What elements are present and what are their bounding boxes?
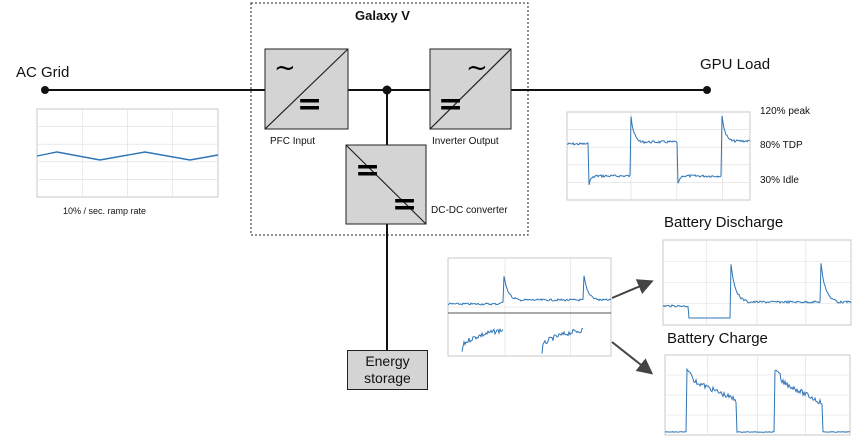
gpu-load-plot bbox=[566, 111, 751, 201]
dc-symbol: = bbox=[438, 87, 463, 122]
ramp-rate-caption: 10% / sec. ramp rate bbox=[63, 206, 147, 216]
pfc-input-label: PFC Input bbox=[270, 136, 316, 147]
dcdc-converter: = = bbox=[345, 144, 427, 225]
signal-trace bbox=[541, 327, 584, 354]
battery-discharge-label: Battery Discharge bbox=[664, 214, 784, 231]
signal-trace bbox=[664, 367, 851, 433]
signal-trace bbox=[36, 151, 219, 161]
signal-trace bbox=[662, 263, 852, 319]
dcdc-converter-label: DC-DC converter bbox=[431, 205, 508, 216]
ac-symbol: ~ bbox=[274, 53, 296, 83]
signal-trace bbox=[447, 275, 612, 306]
signal-trace bbox=[461, 327, 504, 352]
load-level-idle: 30% Idle bbox=[760, 175, 799, 186]
inverter-converter: = ~ bbox=[429, 48, 512, 130]
load-node bbox=[703, 86, 711, 94]
gpu-load-label: GPU Load bbox=[700, 56, 771, 73]
pfc-converter: ~ = bbox=[264, 48, 349, 130]
load-level-peak: 120% peak bbox=[760, 106, 811, 117]
grid-ramp-plot bbox=[36, 108, 219, 198]
battery-charge-label: Battery Charge bbox=[667, 330, 768, 347]
galaxy-v-title: Galaxy V bbox=[355, 8, 410, 23]
battery-charge-plot bbox=[664, 354, 851, 436]
arrow-to-discharge bbox=[611, 279, 654, 299]
battery-discharge-plot bbox=[662, 239, 852, 326]
dc-symbol: = bbox=[297, 87, 322, 122]
signal-trace bbox=[566, 115, 751, 186]
ac-grid-label: AC Grid bbox=[16, 64, 70, 81]
dc-symbol: = bbox=[355, 153, 380, 188]
plot-frame bbox=[566, 111, 751, 201]
inverter-output-label: Inverter Output bbox=[432, 136, 499, 147]
energy-storage-box: Energy storage bbox=[347, 350, 428, 390]
galaxy-v-enclosure bbox=[250, 2, 529, 236]
load-level-tdp: 80% TDP bbox=[760, 140, 803, 151]
dc-symbol: = bbox=[392, 187, 417, 222]
grid-node bbox=[41, 86, 49, 94]
arrow-to-charge bbox=[611, 341, 654, 375]
bus-node bbox=[382, 85, 392, 95]
ac-symbol: ~ bbox=[466, 53, 488, 83]
combined-battery-plot bbox=[447, 257, 612, 357]
